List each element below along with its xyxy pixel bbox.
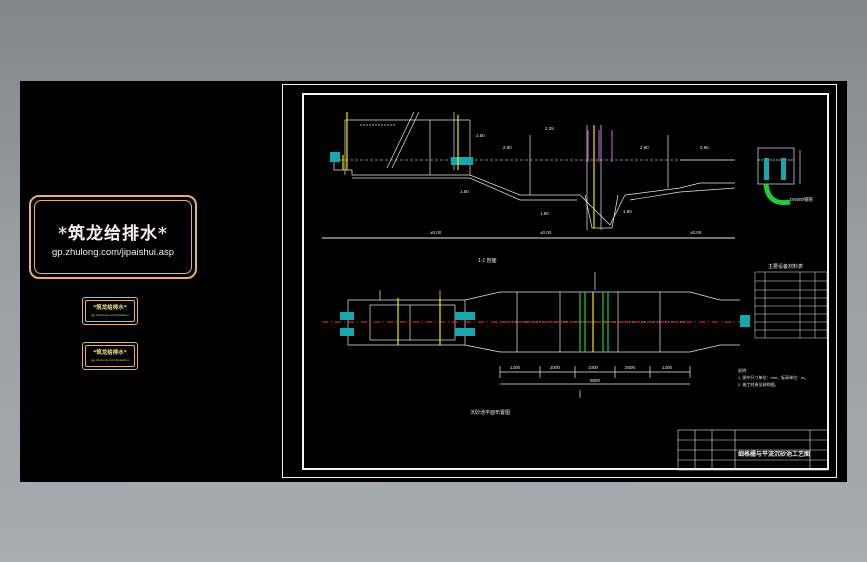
dim-label: 1.60 <box>460 189 469 194</box>
side-section-detail <box>757 147 801 206</box>
badge-1-sub: gp.zhulong.com/jipaishui <box>91 313 129 317</box>
zhulong-badge-1: *筑龙给排水* gp.zhulong.com/jipaishui <box>82 297 138 325</box>
drawing-sheet-border <box>282 84 837 478</box>
plan-colored-parts <box>322 292 750 352</box>
drawing-name: 细格栅与平流沉砂池工艺图 <box>738 450 810 458</box>
zhulong-logo-frame: *筑龙给排水* gp.zhulong.com/jipaishui.asp <box>29 195 197 279</box>
plan-dim: 1400 <box>510 365 521 370</box>
profile-section <box>322 111 736 239</box>
dim-label: 2.80 <box>503 145 512 150</box>
plan-total-dim: 9800 <box>590 378 601 383</box>
drawing-inner-frame <box>302 93 829 470</box>
plan-dim: 2000 <box>625 365 636 370</box>
title-block <box>677 429 829 471</box>
dim-label: 1.60 <box>540 211 549 216</box>
profile-title: 1-1 剖面 <box>478 257 497 264</box>
dim-label: 2.25 <box>545 126 554 131</box>
elevation-label: ±0.00 <box>540 230 552 235</box>
profile-colored-parts <box>330 112 613 228</box>
dim-label: 2.80 <box>640 145 649 150</box>
badge-2-label: *筑龙给排水* <box>93 350 127 356</box>
zhulong-logo-inner-frame: *筑龙给排水* gp.zhulong.com/jipaishui.asp <box>34 200 192 274</box>
badge-1-label: *筑龙给排水* <box>93 305 127 311</box>
note-line-2: 2. 施工时参见结构图。 <box>738 381 778 387</box>
table-title: 主要设备材料表 <box>768 263 803 270</box>
plan-dim: 1000 <box>588 365 599 370</box>
dim-label: 2.80 <box>476 133 485 138</box>
note-line-1: 1. 图中尺寸单位：mm，标高单位：m。 <box>738 374 808 380</box>
elevation-label: ±0.00 <box>430 230 442 235</box>
zhulong-badge-2: *筑龙给排水* gp.zhulong.com/jipaishui <box>82 342 138 370</box>
plan-view <box>347 272 740 398</box>
equipment-table <box>754 271 828 339</box>
dim-label: 2.80 <box>700 145 709 150</box>
plan-dim: 2000 <box>550 365 561 370</box>
badge-2-sub: gp.zhulong.com/jipaishui <box>91 358 129 362</box>
elevation-label: ±0.00 <box>690 230 702 235</box>
dim-label: 1.80 <box>623 209 632 214</box>
plan-dim: 1400 <box>662 365 673 370</box>
zhulong-logo-url: gp.zhulong.com/jipaishui.asp <box>52 247 174 258</box>
drawing-canvas[interactable] <box>20 81 847 482</box>
zhulong-logo-title: *筑龙给排水* <box>58 224 168 244</box>
pipe-label: DN800钢管 <box>790 196 814 203</box>
plan-title: 沉砂池平面布置图 <box>470 409 510 416</box>
notes-heading: 说明: <box>738 367 747 373</box>
